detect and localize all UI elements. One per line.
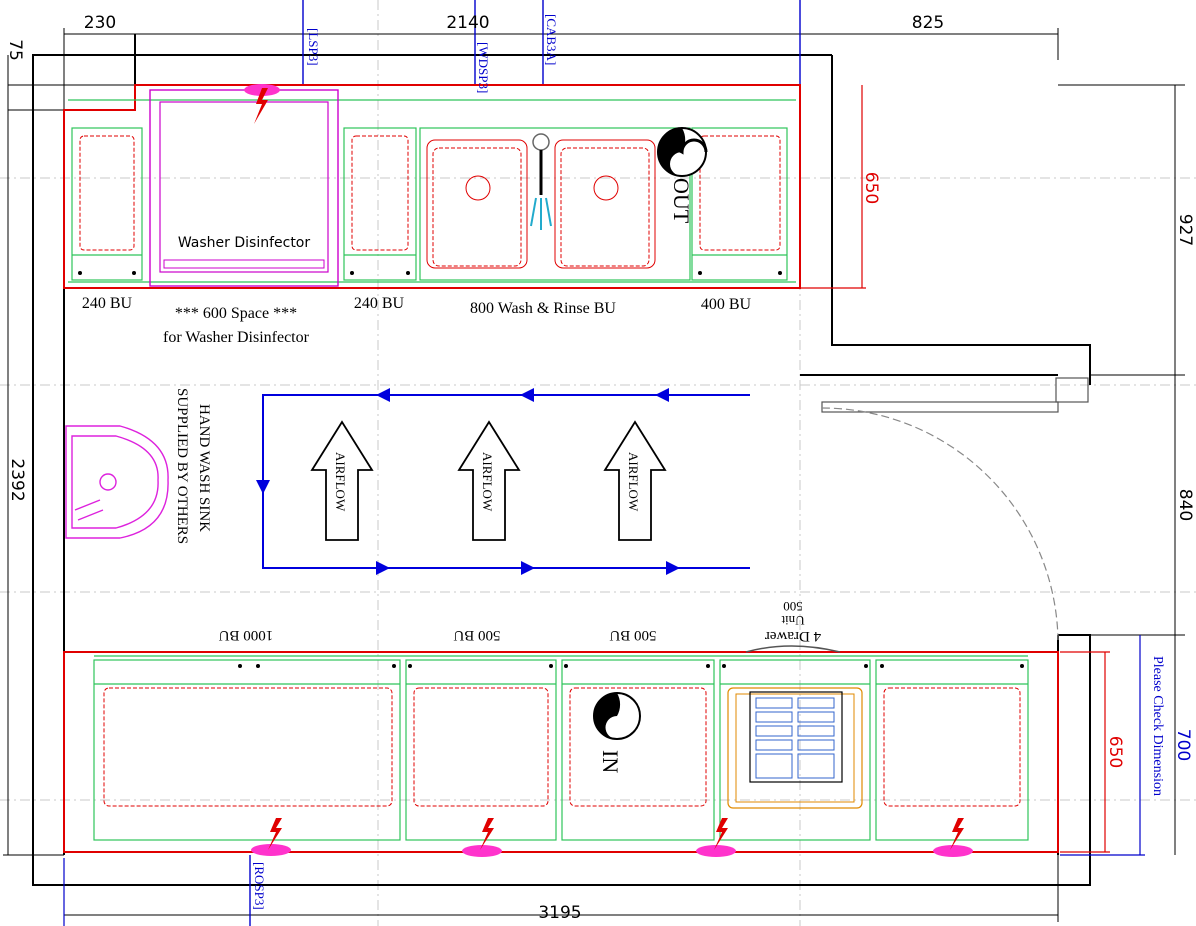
airflow-arrow-icon <box>310 420 667 541</box>
airflow-label: AIRFLOW <box>626 452 641 512</box>
tap-icon <box>530 133 552 230</box>
dimension-lines <box>3 28 1185 922</box>
dim-2140: 2140 <box>446 13 489 33</box>
dim-650-top: 650 <box>861 172 881 204</box>
dim-700: 700 <box>1173 729 1193 761</box>
hand-sink-label-2: SUPPLIED BY OTHERS <box>174 388 190 544</box>
airflow-label: AIRFLOW <box>480 452 495 512</box>
label-wash-rinse: 800 Wash & Rinse BU <box>470 300 616 317</box>
dim-75: 75 <box>5 39 25 61</box>
airflow-label: AIRFLOW <box>333 452 348 512</box>
extraction-fan-icon <box>657 127 708 177</box>
label-drawer-2: Unit <box>781 613 805 628</box>
label-400bu: 400 BU <box>701 296 752 313</box>
socket-cab3a: [CAB3A] <box>544 14 559 65</box>
label-240bu-mid: 240 BU <box>354 295 405 312</box>
washer-disinfector-label: Washer Disinfector <box>178 235 311 251</box>
dim-825: 825 <box>912 13 944 33</box>
dim-840: 840 <box>1175 489 1195 521</box>
socket-lsp3: [LSP3] <box>306 28 321 66</box>
label-500bu-b: 500 BU <box>609 627 656 643</box>
bottom-bench <box>63 645 1059 853</box>
socket-wdsp3: [WDSP3] <box>476 42 491 93</box>
power-bolt-icon <box>244 84 973 857</box>
airflow-markers <box>256 388 680 575</box>
dim-927: 927 <box>1175 214 1195 246</box>
label-500bu-a: 500 BU <box>453 627 500 643</box>
label-drawer-1: 4 Drawer <box>765 628 821 644</box>
dim-650-bottom: 650 <box>1105 736 1125 768</box>
hand-wash-sink <box>65 425 169 539</box>
label-in: IN <box>598 750 623 773</box>
socket-leaders <box>249 0 801 926</box>
label-out: OUT <box>669 178 694 224</box>
dim-230: 230 <box>84 13 116 33</box>
label-1000bu: 1000 BU <box>219 627 274 643</box>
label-drawer-3: 500 <box>783 599 803 614</box>
label-for-washer: for Washer Disinfector <box>163 329 310 346</box>
dimension-lines-red <box>800 85 1110 853</box>
check-dimension-note: Please Check Dimension <box>1150 656 1165 796</box>
hand-sink-label-1: HAND WASH SINK <box>196 404 212 532</box>
dimension-lines-blue <box>63 635 1145 926</box>
dim-2392: 2392 <box>7 458 27 501</box>
door <box>821 377 1089 641</box>
top-bench <box>63 84 801 289</box>
socket-rosp3: [ROSP3] <box>252 862 267 910</box>
label-600-space: *** 600 Space *** <box>175 305 297 322</box>
dim-3195: 3195 <box>538 903 581 923</box>
intake-fan-icon <box>593 692 641 740</box>
label-240bu-left: 240 BU <box>82 295 133 312</box>
